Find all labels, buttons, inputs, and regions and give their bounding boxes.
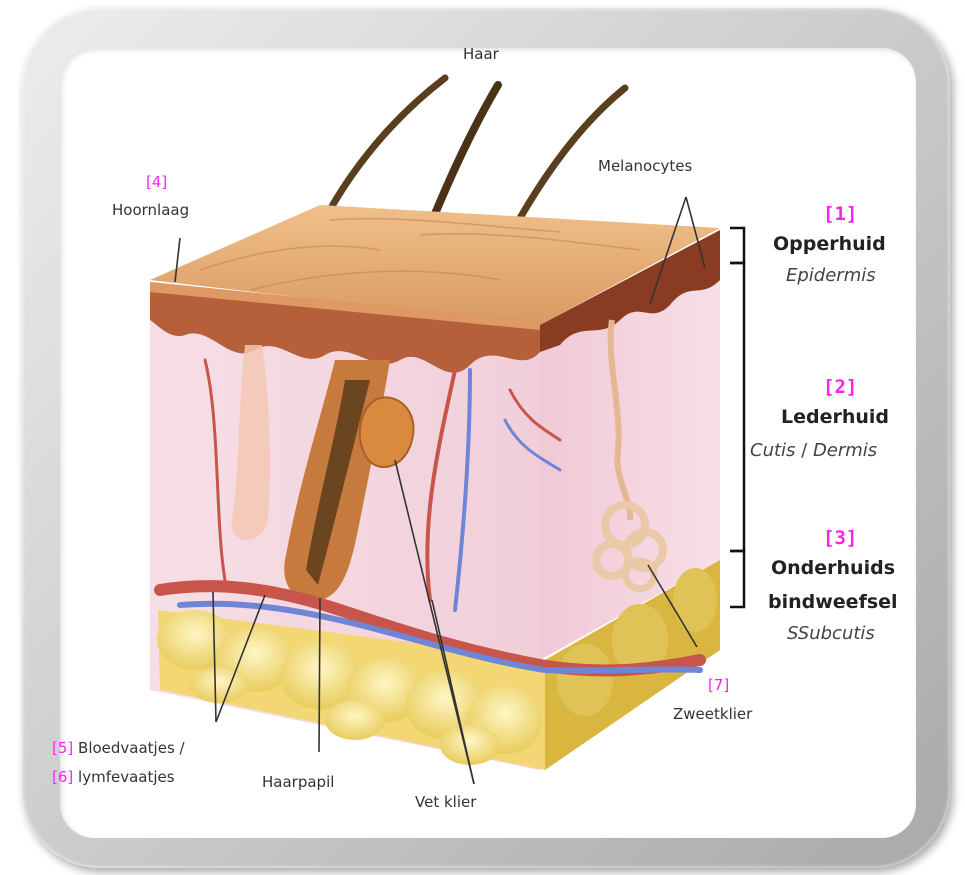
label-bloedvaatjes: [5] Bloedvaatjes / [52,739,185,757]
layer-2-latin-sep: / [795,440,813,461]
layer-3-name-2: bindweefsel [768,591,898,613]
layer-2-latin-b: Dermis [813,440,877,461]
label-lymfevaatjes: [6] lymfevaatjes [52,768,175,786]
label-hoornlaag-number: [4] [146,173,167,191]
layer-2-name: Lederhuid [781,406,889,428]
lymfevaatjes-number: [6] [52,768,73,786]
layer-2-latin: Cutis / Dermis [750,440,877,461]
label-haarpapil: Haarpapil [262,773,334,791]
bloedvaatjes-number: [5] [52,739,73,757]
label-melanocytes: Melanocytes [598,157,692,175]
layer-1-number: [1] [823,203,857,225]
label-zweetklier-number: [7] [708,676,729,694]
lymfevaatjes-text: lymfevaatjes [78,768,175,786]
layer-1-latin: Epidermis [786,265,876,286]
layer-3-number: [3] [823,527,857,549]
layer-1-name: Opperhuid [773,233,886,255]
layer-3-latin: SSubcutis [787,623,875,644]
layer-3-name: Onderhuids [771,557,895,579]
bloedvaatjes-text: Bloedvaatjes / [78,739,185,757]
layer-brackets [730,228,744,607]
label-zweetklier: Zweetklier [673,705,752,723]
layer-2-latin-a: Cutis [750,440,795,461]
label-haar: Haar [463,45,499,63]
label-hoornlaag: Hoornlaag [112,201,189,219]
layer-2-number: [2] [823,376,857,398]
label-vet-klier: Vet klier [415,793,476,811]
